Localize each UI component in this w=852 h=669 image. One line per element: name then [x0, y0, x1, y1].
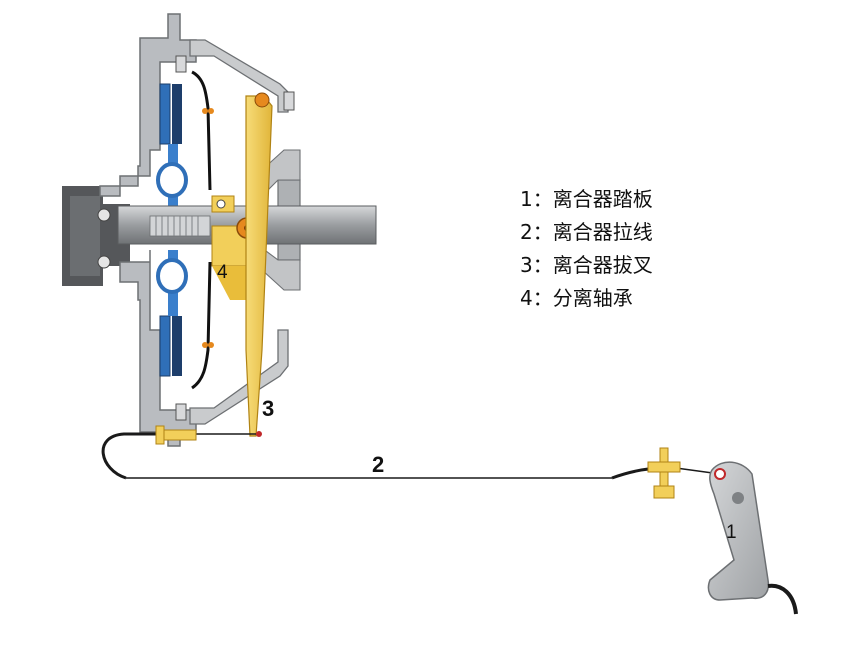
clutch-cable — [101, 432, 721, 480]
callout-bearing: 4 — [217, 262, 228, 283]
callout-pedal: 1 — [726, 522, 737, 543]
diaphragm-spring — [191, 70, 212, 390]
legend-num: 1 — [520, 187, 533, 211]
legend-text: 分离轴承 — [552, 286, 633, 310]
spring-pins — [202, 108, 214, 348]
legend-text: 离合器拔叉 — [552, 253, 653, 277]
flywheel — [62, 186, 130, 286]
legend-num: 2 — [520, 220, 533, 244]
legend-item-fork: 3：离合器拔叉 — [520, 249, 653, 282]
legend-sep: ： — [532, 253, 553, 277]
legend-item-pedal: 1：离合器踏板 — [520, 183, 653, 216]
clutch-pedal — [707, 461, 798, 615]
clutch-disc — [152, 83, 192, 377]
cable-adjuster-engine — [155, 425, 197, 445]
release-fork — [245, 92, 273, 437]
callout-cable: 2 — [372, 452, 385, 477]
legend-num: 4 — [520, 286, 533, 310]
legend-sep: ： — [532, 286, 553, 310]
legend-item-cable: 2：离合器拉线 — [520, 216, 653, 249]
cable-adjuster-pedal — [647, 447, 681, 499]
legend: 1：离合器踏板 2：离合器拉线 3：离合器拔叉 4：分离轴承 — [520, 183, 653, 315]
legend-sep: ： — [532, 220, 553, 244]
legend-num: 3 — [520, 253, 533, 277]
legend-sep: ： — [532, 187, 553, 211]
legend-item-bearing: 4：分离轴承 — [520, 282, 653, 315]
legend-text: 离合器踏板 — [552, 187, 653, 211]
callout-fork: 3 — [262, 396, 275, 421]
legend-text: 离合器拉线 — [552, 220, 653, 244]
